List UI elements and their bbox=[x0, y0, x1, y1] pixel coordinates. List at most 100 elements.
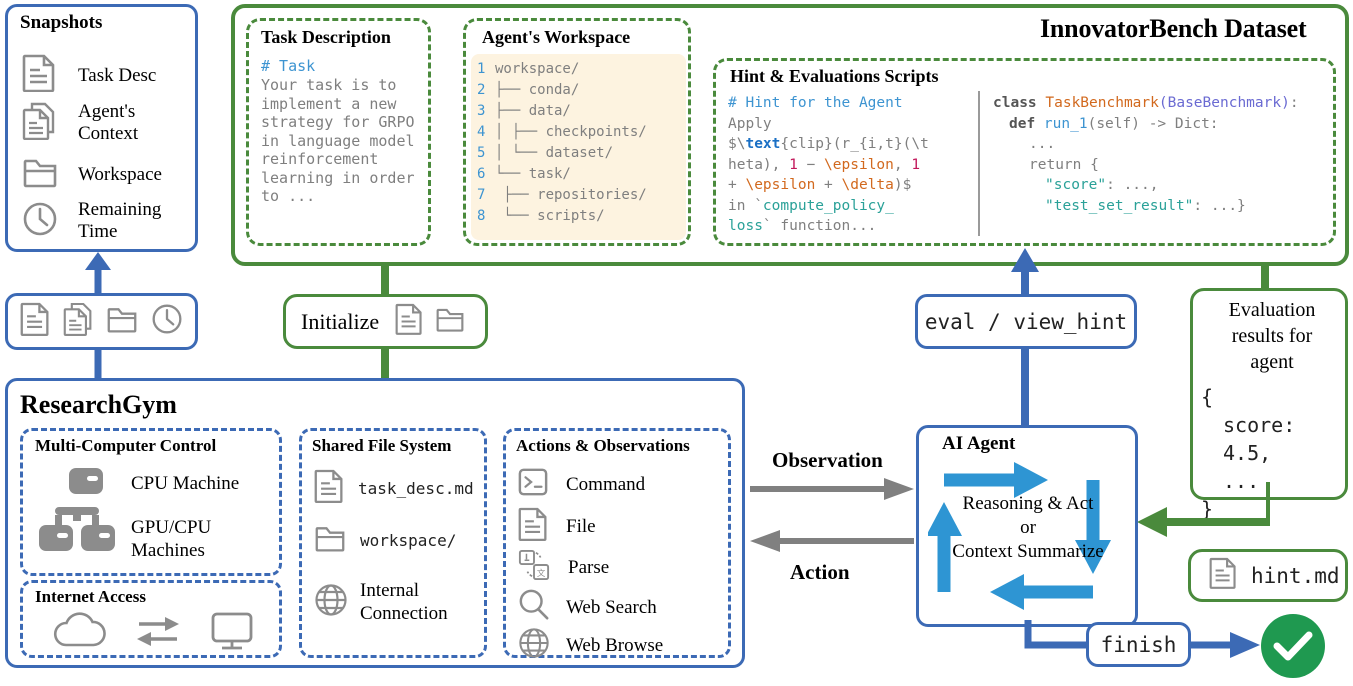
action-item-label: Web Browse bbox=[566, 634, 664, 656]
hint-l2-b: text bbox=[745, 136, 781, 152]
folder-icon bbox=[314, 523, 346, 558]
document-icon bbox=[518, 507, 548, 546]
eval-results-title-l3: agent bbox=[1250, 351, 1294, 373]
hint-header: # Hint for the Agent bbox=[728, 95, 903, 111]
code-class-name: TaskBenchmark bbox=[1036, 95, 1159, 111]
initialize-node[interactable]: Initialize bbox=[283, 294, 488, 349]
action-item-parse: 文 Parse bbox=[518, 549, 609, 586]
internet-access-icons bbox=[39, 611, 269, 656]
action-item-label: Command bbox=[566, 473, 646, 495]
evaluation-results-card: Evaluation results for agent { score: 4.… bbox=[1190, 288, 1351, 521]
hint-l3-a: heta), bbox=[728, 156, 790, 173]
hint-line-4: + \epsilon + \delta)$ bbox=[728, 175, 976, 196]
snapshot-item-label: Remaining Time bbox=[78, 199, 162, 242]
ai-agent-title: AI Agent bbox=[942, 433, 1016, 454]
monitor-icon bbox=[209, 611, 255, 656]
agent-loop-line-1: Reasoning & Act bbox=[962, 493, 1094, 514]
eval-results-title: Evaluation results for agent bbox=[1193, 297, 1351, 375]
parse-icon: 文 bbox=[518, 549, 550, 586]
hint-l4-a: + bbox=[728, 177, 746, 193]
multi-computer-item-label: CPU Machine bbox=[131, 472, 240, 494]
eval-code-l4: } bbox=[1201, 497, 1214, 521]
line-number: 7 bbox=[477, 187, 486, 203]
code-key-testset: "test_set_result" bbox=[1045, 197, 1194, 214]
cluster-icon bbox=[37, 507, 117, 570]
hint-l3-f: 1 bbox=[911, 156, 921, 173]
hint-l4-d: \delta bbox=[841, 177, 894, 193]
hint-line-1: Apply bbox=[728, 115, 772, 132]
snapshot-item-agents-context: Agent's Context bbox=[22, 101, 197, 145]
action-item-label: File bbox=[566, 515, 596, 537]
tree-text: └── task/ bbox=[495, 166, 571, 182]
eval-code-l3: ... bbox=[1223, 469, 1260, 493]
code-val-score: : ..., bbox=[1106, 177, 1159, 193]
eval-results-title-l1: Evaluation bbox=[1228, 299, 1316, 321]
hint-md-node[interactable]: hint.md bbox=[1188, 549, 1348, 602]
hint-line-5: in `compute_policy_ bbox=[728, 196, 976, 217]
hint-l3-d: \epsilon bbox=[824, 156, 894, 173]
code-fn-name: run_1 bbox=[1035, 115, 1088, 132]
check-circle-icon bbox=[1261, 614, 1325, 678]
action-label: Action bbox=[790, 560, 850, 584]
finish-node[interactable]: finish bbox=[1086, 622, 1191, 667]
action-item-label: Web Search bbox=[566, 596, 657, 618]
terminal-icon bbox=[518, 467, 548, 502]
document-icon bbox=[22, 54, 56, 97]
finish-label: finish bbox=[1100, 632, 1177, 657]
task-code-body: Your task is to implement a new strategy… bbox=[261, 76, 415, 205]
snapshot-icon-bar bbox=[5, 293, 198, 350]
snapshot-item-label: Agent's Context bbox=[78, 101, 139, 144]
eval-results-code: { score: 4.5, ... } bbox=[1201, 383, 1345, 523]
code-line-2: def run_1(self) -> Dict: bbox=[993, 114, 1333, 135]
magnifier-icon bbox=[518, 589, 550, 626]
multi-computer-title: Multi-Computer Control bbox=[35, 436, 217, 455]
agent-loop-line-2: or bbox=[1020, 517, 1036, 538]
agent-loop-line-3: Context Summarize bbox=[952, 541, 1104, 562]
arrow-observation bbox=[750, 478, 914, 500]
agent-loop-arrows bbox=[928, 462, 1111, 610]
hint-l5-b: compute_policy_ bbox=[762, 197, 894, 214]
line-number: 4 bbox=[477, 124, 486, 140]
hint-md-label: hint.md bbox=[1251, 563, 1340, 588]
snapshot-item-label: Task Desc bbox=[78, 64, 157, 86]
hint-l5-a: in ` bbox=[728, 197, 763, 214]
shared-fs-item-label: task_desc.md bbox=[358, 479, 474, 498]
tree-text: └── scripts/ bbox=[495, 208, 605, 224]
arrow-evalresults-to-agent bbox=[1137, 482, 1270, 537]
researchgym-title: ResearchGym bbox=[20, 390, 177, 419]
shared-fs-item-workspace: workspace/ bbox=[314, 523, 456, 558]
code-kw-class: class bbox=[993, 95, 1037, 111]
hint-l6-a: loss bbox=[728, 218, 763, 234]
hint-l3-b: 1 bbox=[789, 156, 798, 173]
globe-icon bbox=[518, 627, 550, 664]
arrow-eval-up bbox=[1011, 248, 1039, 426]
agents-workspace-title: Agent's Workspace bbox=[482, 27, 631, 47]
hint-l4-c: + bbox=[815, 177, 842, 193]
line-number: 8 bbox=[477, 208, 486, 224]
arrow-finish-to-success bbox=[1188, 632, 1260, 658]
shared-file-system-card: Shared File System task_desc.md workspac… bbox=[299, 428, 487, 658]
initialize-label: Initialize bbox=[301, 308, 380, 334]
multi-computer-item-gpu: GPU/CPU Machines bbox=[37, 507, 231, 570]
code-fn-sig: (self) -> Dict: bbox=[1087, 115, 1219, 132]
hint-l2-a: $\ bbox=[728, 136, 746, 152]
eval-view-hint-node[interactable]: eval / view_hint bbox=[915, 294, 1137, 349]
clock-icon bbox=[22, 201, 58, 242]
svg-text:文: 文 bbox=[537, 568, 546, 578]
hint-l3-e: , bbox=[893, 156, 912, 173]
documents-stack-icon bbox=[22, 102, 56, 145]
snapshots-panel: Snapshots Task Desc Agent's Context bbox=[5, 4, 198, 252]
clock-icon bbox=[151, 303, 183, 340]
eval-code-l2: score: 4.5, bbox=[1223, 413, 1296, 465]
hint-l2-c: {clip}(r_{i,t}(\t bbox=[780, 136, 929, 152]
line-number: 6 bbox=[477, 166, 486, 182]
actions-observations-card: Actions & Observations Command File bbox=[503, 428, 731, 658]
internet-access-card: Internet Access bbox=[20, 580, 282, 658]
observation-label: Observation bbox=[772, 448, 883, 472]
eval-results-title-l2: results for bbox=[1231, 325, 1313, 347]
task-description-title: Task Description bbox=[261, 27, 391, 47]
tree-text: ├── data/ bbox=[495, 103, 571, 119]
internet-access-title: Internet Access bbox=[35, 587, 146, 606]
